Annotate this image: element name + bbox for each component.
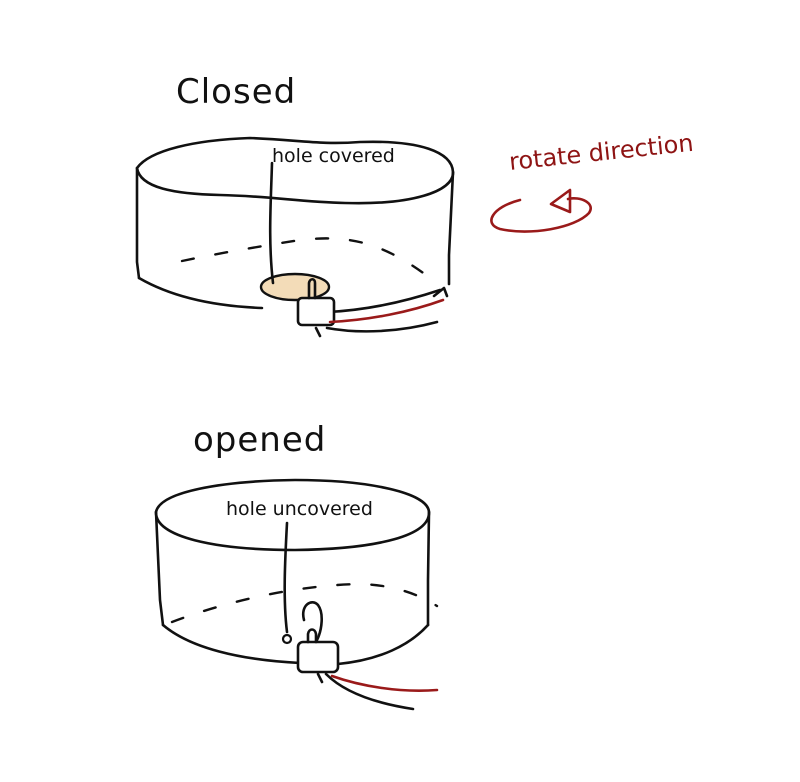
closed-diagram: Closed hole covered: [135, 72, 455, 338]
opened-cylinder-right-side: [426, 510, 431, 627]
opened-diagram: opened hole uncovered: [154, 420, 439, 711]
closed-motor-shaft: [307, 277, 317, 300]
opened-cover-flap: [301, 600, 323, 642]
closed-cylinder-left-side: [135, 166, 141, 280]
rotate-note: rotate direction: [508, 129, 695, 176]
closed-cylinder-right-side: [447, 170, 455, 286]
closed-title: Closed: [176, 72, 296, 112]
opened-cylinder-bottom: [161, 623, 430, 666]
closed-motor: [296, 296, 336, 327]
exposed-hole: [281, 633, 293, 645]
closed-hidden-back-edge: [180, 237, 432, 280]
opened-motor: [296, 640, 340, 674]
opened-title: opened: [193, 420, 326, 460]
closed-cylinder-bottom: [137, 276, 442, 314]
closed-leader-line: [268, 161, 275, 285]
closed-wire-red: [328, 298, 445, 324]
opened-cylinder-left-side: [154, 510, 165, 627]
closed-note: hole covered: [272, 145, 395, 167]
opened-wire-red: [330, 674, 439, 692]
opened-hidden-back-edge: [170, 582, 439, 624]
opened-wire-black: [316, 672, 415, 711]
opened-motor-shaft: [306, 628, 318, 644]
opened-leader-line: [283, 521, 289, 634]
rotate-direction: rotate direction: [490, 129, 695, 233]
closed-wire-black: [314, 286, 449, 338]
rotate-arrow: [490, 197, 592, 233]
rotate-arrowhead: [549, 188, 572, 214]
opened-note: hole uncovered: [226, 498, 373, 520]
